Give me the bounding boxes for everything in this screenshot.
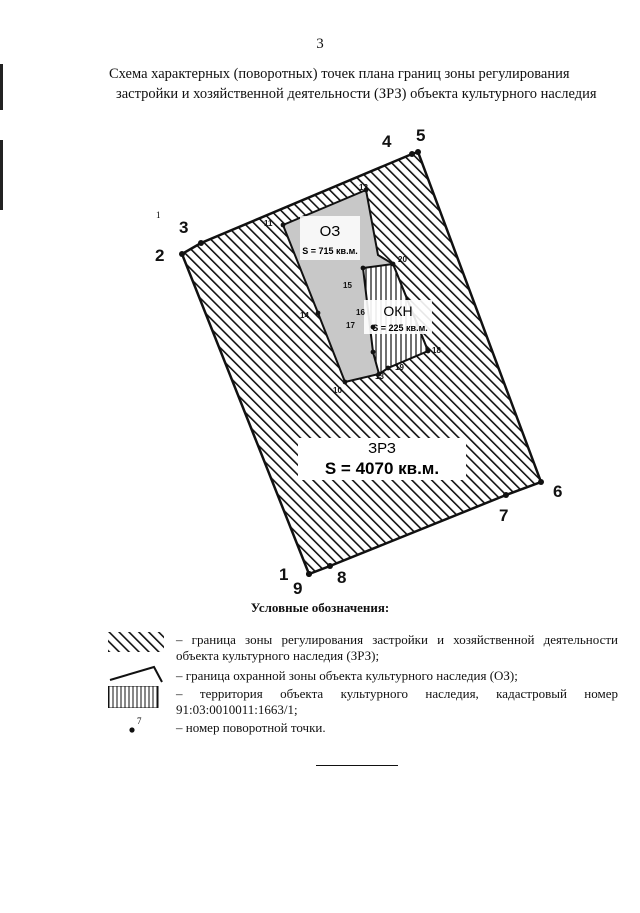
turning-point-4-label: 4 bbox=[382, 132, 392, 151]
turning-point-2-label: 2 bbox=[155, 246, 164, 265]
legend-item-oz: – граница охранной зоны объекта культурн… bbox=[108, 664, 618, 704]
turning-point-11-marker bbox=[280, 222, 286, 228]
turning-point-10-label: 10 bbox=[333, 386, 342, 395]
scan-edge-mark-middle bbox=[0, 140, 3, 210]
okn-label-plate bbox=[364, 300, 432, 334]
turning-point-2-marker bbox=[179, 251, 185, 257]
turning-point-5-label: 5 bbox=[416, 126, 425, 145]
oz-zone-label: ОЗ bbox=[320, 223, 341, 240]
turning-point-16-label: 16 bbox=[356, 308, 365, 317]
turning-point-18-marker bbox=[425, 348, 431, 354]
stray-mark: 1 bbox=[156, 210, 161, 220]
zrz-zone-area: S = 4070 кв.м. bbox=[325, 459, 439, 478]
page-title-line-2: застройки и хозяйственной деятельности (… bbox=[116, 86, 597, 102]
turning-point-17-marker bbox=[370, 324, 376, 330]
turning-point-11-label: 11 bbox=[264, 219, 273, 228]
turning-point-8-label: 8 bbox=[337, 568, 346, 587]
turning-point-15-label: 15 bbox=[343, 281, 352, 290]
turning-point-12-label: 12 bbox=[359, 183, 368, 192]
turning-point-17-label: 17 bbox=[346, 321, 355, 330]
oz-zone-area: S = 715 кв.м. bbox=[302, 246, 357, 256]
turning-point-19-marker bbox=[385, 365, 391, 371]
page-title-line-1: Схема характерных (поворотных) точек пла… bbox=[109, 66, 570, 82]
turning-point-12-marker bbox=[363, 187, 369, 193]
legend-item-zrz: – граница зоны регулирования застройки и… bbox=[108, 632, 618, 672]
turning-point-10-marker bbox=[342, 379, 348, 385]
legend-item-point: 7 – номер поворотной точки. bbox=[108, 716, 618, 756]
turning-point-4-marker bbox=[409, 151, 415, 157]
turning-point-13-label: 13 bbox=[375, 372, 384, 381]
turning-point-15-marker bbox=[360, 265, 366, 271]
turning-point-1-label: 1 bbox=[279, 565, 288, 584]
legend-item-okn: – территория объекта культурного наследи… bbox=[108, 686, 618, 726]
turning-point-7-label: 7 bbox=[499, 506, 508, 525]
legend-point-sample-number: 7 bbox=[137, 716, 142, 726]
turning-point-6-label: 6 bbox=[553, 482, 562, 501]
legend-zrz-text-line-1: – граница зоны регулирования застройки и… bbox=[176, 632, 618, 647]
page-number: 3 bbox=[316, 36, 324, 52]
turning-point-9-label: 9 bbox=[293, 579, 302, 598]
scan-edge-mark-top bbox=[0, 64, 3, 110]
turning-point-6-marker bbox=[538, 479, 544, 485]
footer-rule bbox=[316, 765, 398, 766]
turning-point-20-label: 20 bbox=[398, 255, 407, 264]
turning-point-13-marker bbox=[376, 371, 382, 377]
turning-point-5-marker bbox=[415, 149, 421, 155]
legend-point-text: – номер поворотной точки. bbox=[176, 720, 326, 735]
zrz-label-plate bbox=[298, 438, 466, 480]
turning-point-14-marker bbox=[315, 310, 321, 316]
legend-oz-text: – граница охранной зоны объекта культурн… bbox=[176, 668, 518, 683]
legend-okn-text-line-1: – территория объекта культурного наследи… bbox=[176, 686, 618, 701]
turning-point-18-label: 18 bbox=[432, 346, 441, 355]
turning-point-9-marker bbox=[306, 571, 312, 577]
turning-point-19-label: 19 bbox=[395, 363, 404, 372]
turning-point-14-label: 14 bbox=[300, 311, 309, 320]
legend-heading: Условные обозначения: bbox=[250, 600, 390, 615]
legend-okn-text-line-2: 91:03:0010011:1663/1; bbox=[176, 702, 298, 717]
turning-point-8-marker bbox=[327, 563, 333, 569]
turning-point-3-label: 3 bbox=[179, 218, 188, 237]
legend-oz-swatch bbox=[109, 665, 163, 683]
legend-zrz-text-line-2: объекта культурного наследия (ЗРЗ); bbox=[176, 648, 380, 663]
turning-point-20-marker bbox=[390, 261, 396, 267]
okn-zone-label: ОКН bbox=[383, 303, 412, 319]
turning-point-16-marker bbox=[370, 349, 376, 355]
oz-label-plate bbox=[300, 216, 360, 260]
okn-zone-area: S = 225 кв.м. bbox=[372, 323, 427, 333]
turning-point-3-marker bbox=[198, 240, 204, 246]
boundary-scheme: ОЗ S = 715 кв.м. ОКН S = 225 кв.м. ЗРЗ S… bbox=[155, 126, 562, 598]
legend-okn-swatch bbox=[108, 686, 159, 708]
zrz-zone-label: ЗРЗ bbox=[368, 440, 396, 457]
legend-zrz-swatch bbox=[108, 632, 164, 652]
turning-point-7-marker bbox=[503, 492, 509, 498]
legend-point-swatch: 7 bbox=[129, 716, 142, 733]
